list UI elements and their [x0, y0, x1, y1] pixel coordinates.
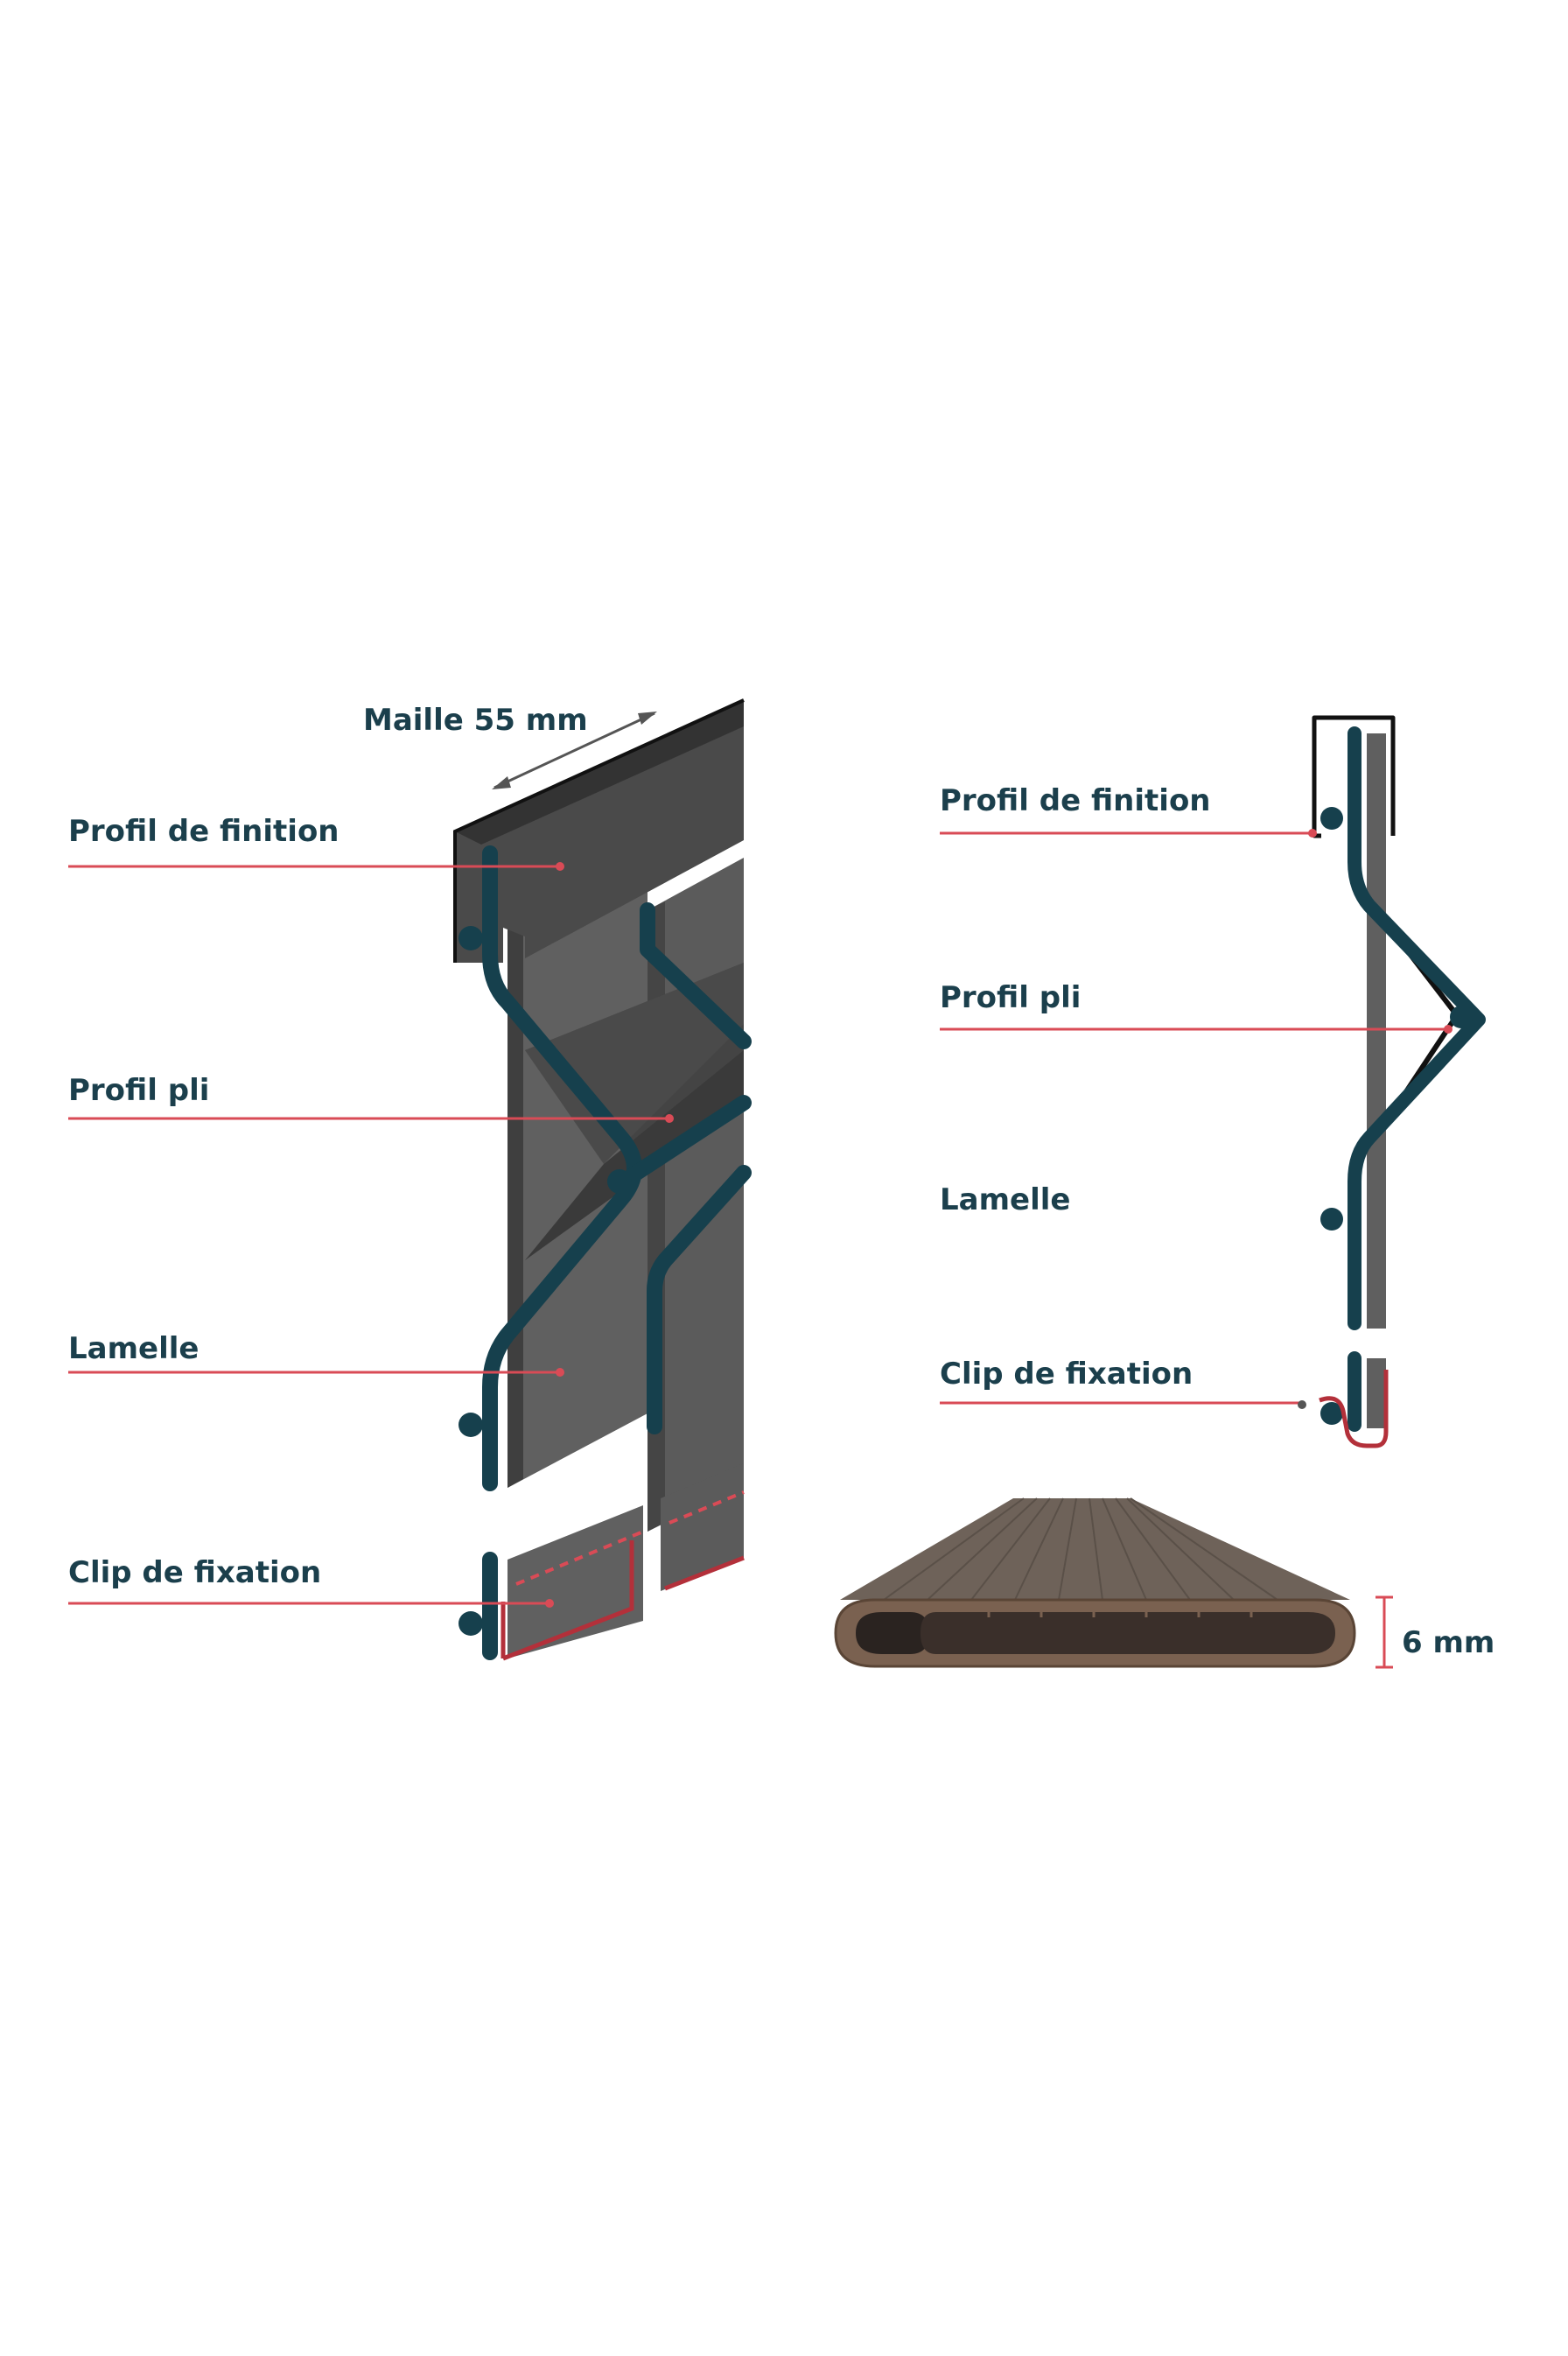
maille-arrow-left	[492, 776, 511, 789]
left-iso-view	[68, 698, 752, 1661]
maille-dimension-line	[494, 712, 655, 789]
side-profil-finition	[1312, 715, 1396, 838]
leader-right-clip-dot	[1298, 1400, 1306, 1409]
right-label-profil-finition: Profil de finition	[940, 783, 1211, 818]
profil-pli-top	[525, 963, 744, 1164]
side-teal-wire	[1348, 726, 1486, 1330]
main-slat-edge	[508, 875, 523, 1488]
maille-label: Maille 55 mm	[363, 703, 588, 738]
wire-dot-bottom	[458, 1611, 483, 1636]
red-clip-outline	[500, 1540, 745, 1661]
section-grooves	[883, 1497, 1278, 1601]
side-slat-lower	[1367, 1358, 1386, 1428]
left-label-lamelle: Lamelle	[68, 1331, 200, 1366]
side-dot-clip	[1320, 1402, 1343, 1425]
leader-left-clip-dot	[545, 1599, 554, 1608]
profil-finition-front	[455, 705, 744, 963]
side-dot-pli	[1450, 1006, 1473, 1028]
red-clip-dashed	[515, 1490, 745, 1586]
profil-finition-top	[455, 700, 744, 845]
leader-left-lamelle-dot	[556, 1368, 564, 1377]
profil-finition-outline	[453, 698, 745, 963]
left-label-profil-pli: Profil pli	[68, 1073, 210, 1108]
right-label-lamelle: Lamelle	[940, 1182, 1071, 1217]
section-inner-ribs	[987, 1612, 1253, 1617]
leader-right-pli-dot	[1444, 1025, 1452, 1034]
right-label-profil-pli: Profil pli	[940, 980, 1082, 1015]
section-chamber-main	[920, 1612, 1335, 1654]
left-label-clip: Clip de fixation	[68, 1555, 322, 1590]
wire-knot	[607, 1169, 632, 1194]
right-label-clip: Clip de fixation	[940, 1357, 1194, 1392]
wire-dot-mid	[458, 1413, 483, 1437]
lower-slat	[508, 1505, 643, 1658]
side-slat	[1367, 733, 1386, 1329]
leader-left-finition-dot	[556, 862, 564, 871]
lower-back-slat	[661, 1463, 744, 1591]
side-dot-finition	[1320, 807, 1343, 830]
leader-right-finition-dot	[1308, 829, 1317, 838]
section-chamber-left	[856, 1612, 929, 1654]
right-side-view	[940, 715, 1486, 1448]
thickness-label: 6 mm	[1402, 1625, 1495, 1660]
main-slat	[508, 810, 648, 1488]
left-label-profil-finition: Profil de finition	[68, 814, 340, 849]
lamelle-cross-section	[834, 1497, 1393, 1669]
side-red-clip	[1319, 1370, 1389, 1448]
wire-dot-top	[458, 926, 483, 950]
teal-wire-back	[622, 902, 752, 1434]
leader-left-pli-dot	[665, 1114, 674, 1123]
side-dot-lamelle	[1320, 1208, 1343, 1231]
maille-arrow-right	[638, 712, 657, 725]
